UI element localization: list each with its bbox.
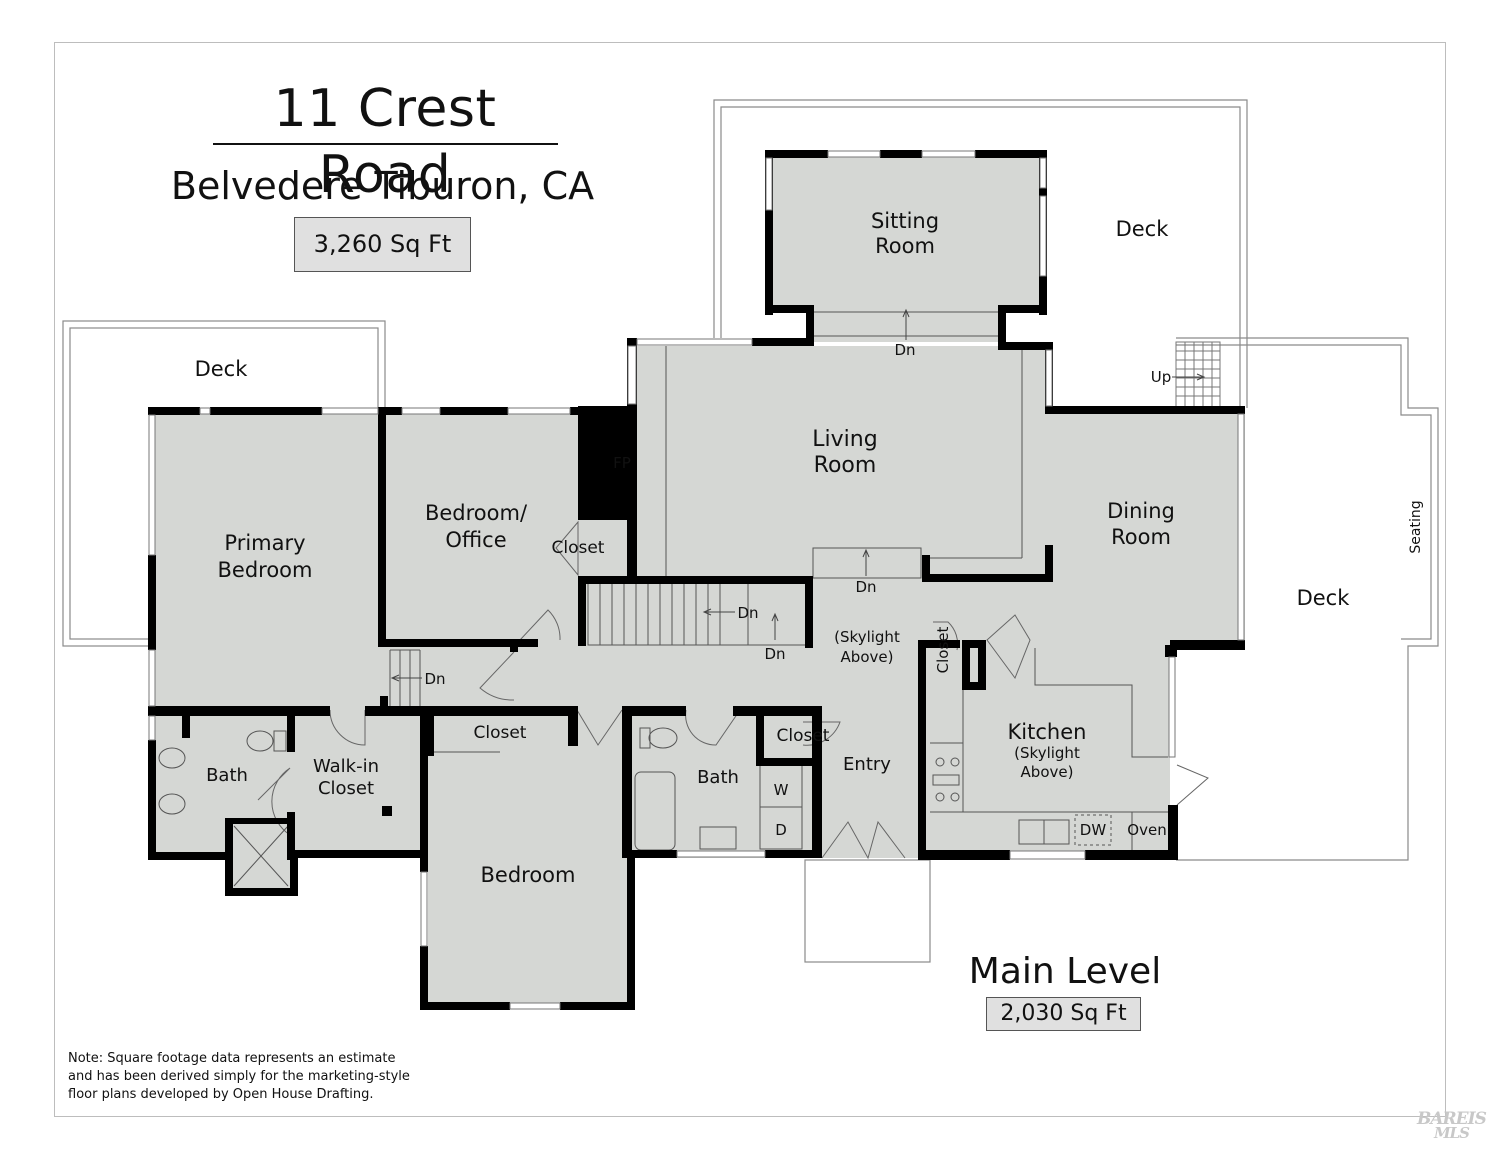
kitchen-skylight-label-2: Above) xyxy=(1021,763,1074,781)
sitting-room-fill xyxy=(771,157,1043,307)
dining-room-label: Dining xyxy=(1107,499,1175,523)
watermark-line-2: MLS xyxy=(1433,1124,1470,1142)
stair-up-deck: Up xyxy=(1151,368,1172,386)
entry-label: Entry xyxy=(843,754,891,775)
entry-fill xyxy=(810,710,925,858)
stair-labels: Dn Up Dn Dn Dn Dn xyxy=(424,341,1171,688)
burner-icon xyxy=(935,792,945,802)
bedroom-closet-label: Closet xyxy=(474,723,527,743)
primary-bedroom-label-2: Bedroom xyxy=(218,558,313,582)
note-line: Note: Square footage data represents an … xyxy=(68,1051,396,1066)
dining-room-fill xyxy=(1050,413,1245,648)
deck-top-inner xyxy=(720,106,1241,408)
stair-dn-main-2: Dn xyxy=(764,645,785,663)
primary-bedroom-label: Primary xyxy=(224,531,305,555)
primary-bath-label: Bath xyxy=(206,765,248,786)
living-room-label-2: Room xyxy=(814,453,877,478)
bedroom-label: Bedroom xyxy=(481,863,576,887)
office-label: Bedroom/ xyxy=(425,501,528,525)
walls xyxy=(148,150,1245,1010)
skylight-label: (Skylight xyxy=(834,628,900,646)
office-closet-label: Closet xyxy=(552,538,605,558)
title-underline xyxy=(213,143,558,145)
stair-dn-living: Dn xyxy=(855,578,876,596)
fireplace-label: FP xyxy=(613,454,631,472)
hall-bath-label: Bath xyxy=(697,767,739,788)
disclaimer-note: Note: Square footage data represents an … xyxy=(68,1050,448,1104)
primary-bedroom-fill xyxy=(152,413,380,710)
deck-outlines xyxy=(62,99,1439,963)
address-title: 11 Crest Road xyxy=(273,79,497,205)
walkin-closet-label: Walk-in xyxy=(313,756,379,777)
skylight-label-2: Above) xyxy=(841,648,894,666)
washer-label: W xyxy=(774,781,789,799)
sink-icon xyxy=(158,747,186,769)
walkin-closet-fill xyxy=(290,710,425,858)
stair-dn-main: Dn xyxy=(737,604,758,622)
burner-icon xyxy=(950,757,960,767)
deck-stairs xyxy=(1175,341,1221,409)
living-room-fill xyxy=(634,346,1050,578)
living-room-label: Living xyxy=(812,427,877,452)
hall-bath-fill xyxy=(628,710,810,858)
level-area-badge: 2,030 Sq Ft xyxy=(986,997,1141,1031)
toilet-tank-icon xyxy=(273,730,287,752)
fixtures xyxy=(158,727,960,887)
kitchen-skylight-label: (Skylight xyxy=(1014,744,1080,762)
entry-closet-label: Closet xyxy=(777,726,830,746)
walkin-closet-label-2: Closet xyxy=(318,778,374,799)
windows xyxy=(148,150,1245,1010)
interior-lines xyxy=(434,311,1168,851)
mls-watermark: BAREIS MLS xyxy=(1417,1109,1487,1142)
dining-room-label-2: Room xyxy=(1111,525,1171,549)
sitting-room-label: Sitting xyxy=(871,209,939,233)
level-title: Main Level xyxy=(968,951,1162,992)
deck-right-label: Deck xyxy=(1297,586,1351,610)
kitchen-label: Kitchen xyxy=(1008,720,1087,744)
deck-top-outline xyxy=(713,99,1248,408)
drawing-frame xyxy=(54,42,1446,1117)
bedroom-fill xyxy=(428,710,628,1008)
city-subtitle: Belvedere Tiburon, CA xyxy=(170,164,595,208)
toilet-icon xyxy=(246,730,274,752)
office-label-2: Office xyxy=(445,528,506,552)
watermark-line-1: BAREIS xyxy=(1417,1109,1487,1129)
total-area-badge: 3,260 Sq Ft xyxy=(294,217,471,272)
stair-dn-sitting: Dn xyxy=(894,341,915,359)
oven-label: Oven xyxy=(1127,821,1166,839)
note-line: and has been derived simply for the mark… xyxy=(68,1069,410,1084)
stair-arrows xyxy=(390,308,1206,682)
dryer-label: D xyxy=(775,821,787,839)
deck-right-outline xyxy=(1176,337,1439,861)
entry-stoop xyxy=(804,859,931,963)
sink-icon xyxy=(158,793,186,815)
deck-right-inner xyxy=(1176,344,1432,640)
stair-dn-hall: Dn xyxy=(424,670,445,688)
range-panel-icon xyxy=(932,774,960,786)
burner-icon xyxy=(935,757,945,767)
seating-label: Seating xyxy=(1408,500,1424,553)
burner-icon xyxy=(950,792,960,802)
deck-left-label: Deck xyxy=(195,357,249,381)
dishwasher-label: DW xyxy=(1080,821,1107,839)
closet-vertical-label: Closet xyxy=(934,627,952,674)
deck-top-label: Deck xyxy=(1116,217,1170,241)
toilet-icon xyxy=(648,727,678,749)
note-line: floor plans developed by Open House Draf… xyxy=(68,1087,374,1102)
room-labels: Sitting Room Deck Deck Deck Seating Livi… xyxy=(195,209,1424,887)
toilet-tank-icon xyxy=(639,727,651,749)
column-post xyxy=(382,806,392,816)
sitting-room-label-2: Room xyxy=(875,234,935,258)
